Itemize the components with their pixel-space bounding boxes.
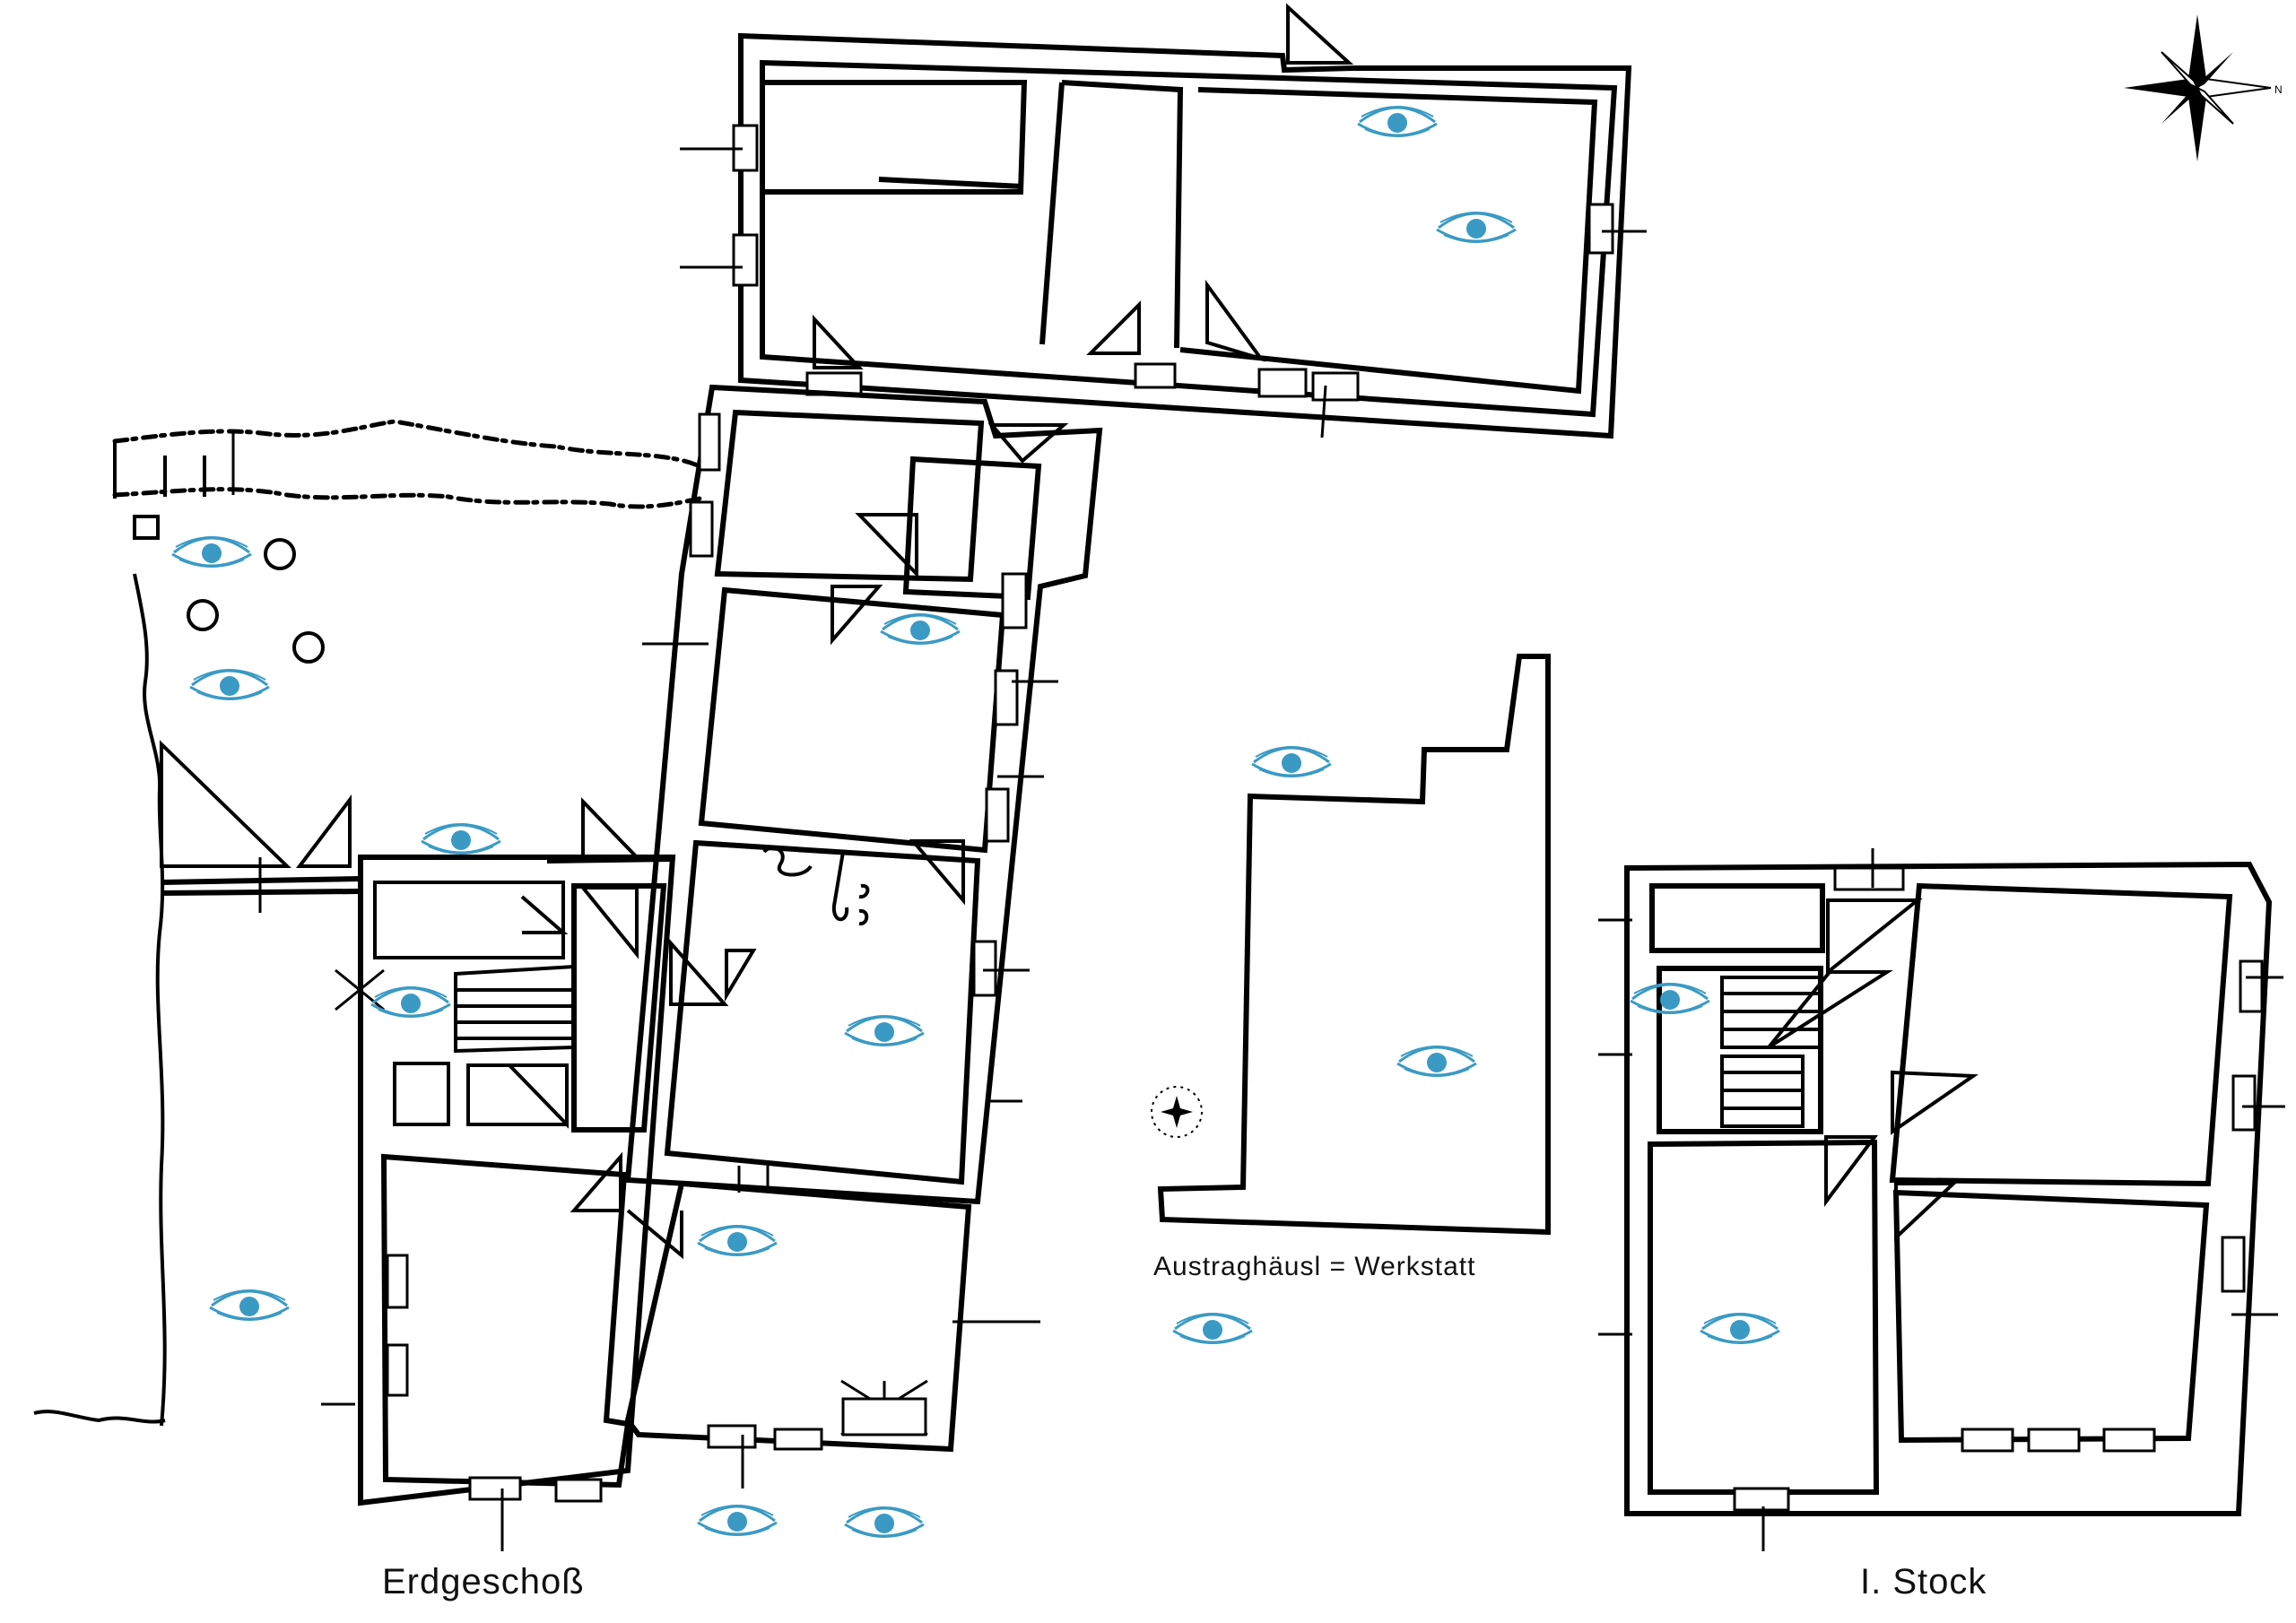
eye-icon[interactable] — [1435, 211, 1518, 244]
eye-icon[interactable] — [1250, 745, 1333, 778]
ground-floor-middle-wing — [624, 384, 1103, 1205]
ground-floor-label: Erdgeschoß — [382, 1562, 585, 1601]
eye-icon[interactable] — [370, 985, 452, 1019]
eye-icon[interactable] — [1356, 105, 1439, 138]
compass-rose-icon: N — [2124, 14, 2283, 161]
annex-outline — [1151, 654, 1551, 1236]
eye-icon[interactable] — [843, 1014, 926, 1047]
ground-floor-north-wing — [680, 3, 1647, 439]
eye-icon[interactable] — [696, 1504, 778, 1537]
eye-icon[interactable] — [208, 1289, 291, 1322]
eye-icon[interactable] — [879, 612, 961, 646]
eye-icon[interactable] — [843, 1506, 926, 1539]
eye-icon[interactable] — [696, 1224, 778, 1257]
first-floor-outline — [1598, 848, 2285, 1551]
annex-label: Austraghäusl = Werkstatt — [1153, 1252, 1476, 1281]
eye-icon[interactable] — [1396, 1045, 1478, 1078]
first-floor-label: I. Stock — [1860, 1562, 1987, 1601]
ground-floor-south-wing — [321, 855, 1040, 1551]
eye-icon[interactable] — [1699, 1312, 1781, 1345]
eye-icon[interactable] — [1629, 982, 1711, 1015]
eye-icon[interactable] — [420, 822, 502, 855]
compass-north-label: N — [2274, 83, 2283, 96]
eye-icon[interactable] — [1171, 1312, 1254, 1345]
eye-icon[interactable] — [170, 535, 253, 568]
eye-icon[interactable] — [188, 668, 271, 701]
courtyard-outline — [33, 419, 702, 1427]
